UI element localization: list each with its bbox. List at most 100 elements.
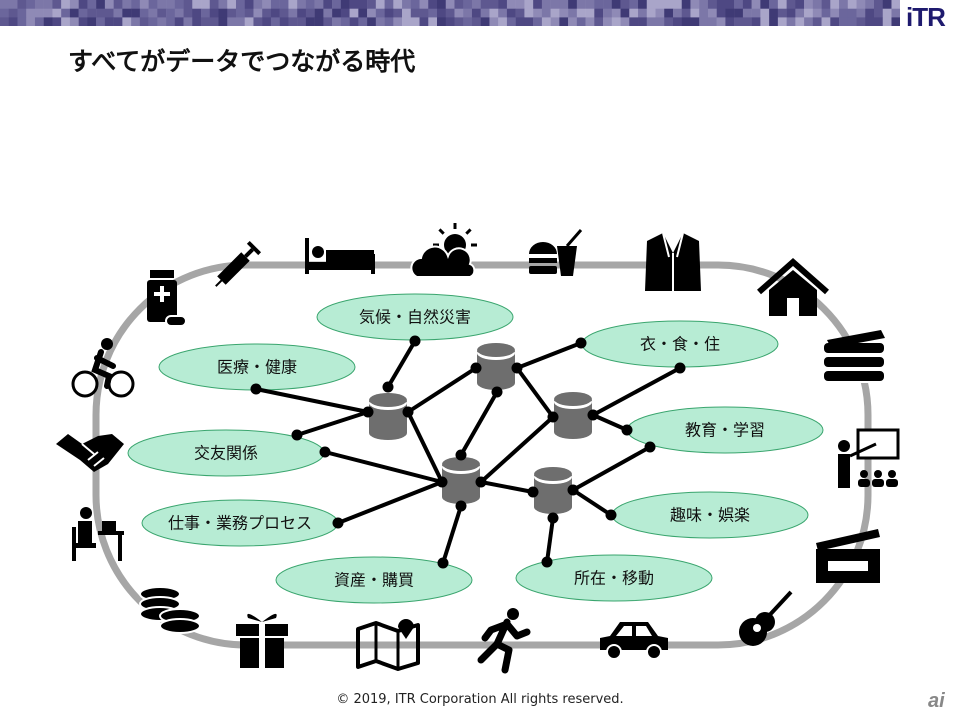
banner-tile bbox=[78, 8, 88, 18]
banner-tile bbox=[437, 0, 446, 9]
banner-tile bbox=[314, 17, 324, 26]
banner-tile bbox=[515, 17, 525, 26]
banner-tile bbox=[594, 17, 604, 26]
database-icon bbox=[442, 457, 480, 504]
banner-tile bbox=[393, 17, 403, 26]
banner-tile bbox=[375, 8, 385, 18]
banner-tile bbox=[777, 17, 787, 26]
connection-node bbox=[332, 517, 344, 529]
banner-tile bbox=[43, 0, 53, 9]
banner-tile bbox=[559, 0, 569, 9]
banner-tile bbox=[865, 17, 875, 26]
banner-tile bbox=[367, 17, 377, 26]
banner-tile bbox=[218, 0, 228, 9]
desk-worker-icon bbox=[72, 507, 124, 561]
banner-tile bbox=[402, 8, 412, 18]
banner-tile bbox=[270, 17, 280, 26]
banner-tile bbox=[638, 8, 648, 18]
banner-tile bbox=[839, 8, 849, 18]
banner-tile bbox=[244, 17, 254, 26]
banner-tile bbox=[43, 17, 53, 26]
connection-node bbox=[541, 556, 553, 568]
banner-tile bbox=[428, 17, 438, 26]
banner-tile bbox=[891, 8, 900, 18]
banner-tile bbox=[533, 17, 543, 26]
connection-line bbox=[296, 410, 369, 437]
banner-tile bbox=[454, 8, 464, 18]
banner-tile bbox=[131, 8, 141, 18]
banner-tile bbox=[821, 17, 831, 26]
banner-tile bbox=[34, 0, 44, 9]
connection-node bbox=[470, 362, 482, 374]
category-bubble: 所在・移動 bbox=[515, 554, 713, 602]
banner-tile bbox=[830, 17, 840, 26]
banner-tile bbox=[52, 17, 62, 26]
category-label: 仕事・業務プロセス bbox=[168, 514, 312, 533]
banner-tile bbox=[78, 0, 88, 9]
house-icon bbox=[757, 257, 829, 316]
banner-tile bbox=[157, 17, 167, 26]
banner-tile bbox=[122, 17, 132, 26]
category-bubble: 医療・健康 bbox=[158, 343, 356, 391]
connection-node bbox=[402, 406, 414, 418]
banner-tile bbox=[34, 8, 44, 18]
banner-tile bbox=[349, 0, 359, 9]
connection-node bbox=[475, 476, 487, 488]
banner-tile bbox=[664, 8, 674, 18]
medicine-bottle-icon bbox=[147, 270, 187, 327]
banner-tile bbox=[332, 8, 342, 18]
category-label: 医療・健康 bbox=[217, 358, 297, 377]
banner-tile bbox=[113, 0, 123, 9]
banner-tile bbox=[349, 17, 359, 26]
banner-tile bbox=[786, 0, 796, 9]
category-label: 教育・学習 bbox=[685, 421, 765, 440]
banner-tile bbox=[454, 0, 464, 9]
banner-tile bbox=[716, 0, 726, 9]
banner-tile bbox=[769, 17, 779, 26]
banner-tile bbox=[428, 8, 438, 18]
weather-icon bbox=[410, 223, 477, 278]
banner-tile bbox=[227, 17, 237, 26]
connection-node bbox=[567, 484, 579, 496]
banner-tile bbox=[297, 8, 307, 18]
banner-tile bbox=[157, 8, 167, 18]
banner-tile bbox=[340, 17, 350, 26]
connection-node bbox=[436, 476, 448, 488]
connection-node bbox=[250, 383, 262, 395]
banner-tile bbox=[471, 8, 481, 18]
connection-node bbox=[527, 486, 539, 498]
banner-tile bbox=[751, 17, 761, 26]
banner-tile bbox=[96, 17, 106, 26]
banner-tile bbox=[340, 8, 350, 18]
banner-tile bbox=[533, 8, 543, 18]
banner-tile bbox=[471, 17, 481, 26]
banner-tile bbox=[725, 0, 735, 9]
banner-tile bbox=[61, 0, 71, 9]
banner-tile bbox=[43, 8, 53, 18]
connection-line bbox=[571, 488, 613, 517]
connection-line bbox=[441, 505, 463, 564]
banner-tile bbox=[17, 0, 27, 9]
jacket-icon bbox=[645, 232, 701, 291]
banner-tile bbox=[760, 17, 770, 26]
connection-line bbox=[479, 415, 555, 484]
banner-tile bbox=[253, 8, 263, 18]
banner-tile bbox=[305, 0, 315, 9]
banner-tile bbox=[323, 8, 333, 18]
connection-node bbox=[674, 362, 686, 374]
banner-tile bbox=[437, 17, 446, 26]
banner-tile bbox=[437, 8, 446, 18]
category-label: 衣・食・住 bbox=[640, 335, 720, 354]
banner-tile bbox=[524, 8, 534, 18]
banner-tile bbox=[410, 0, 420, 9]
category-label: 交友関係 bbox=[194, 444, 258, 463]
banner-tile bbox=[594, 8, 604, 18]
banner-tile bbox=[576, 17, 586, 26]
banner-tile bbox=[52, 8, 62, 18]
banner-tile bbox=[244, 0, 254, 9]
banner-tile bbox=[856, 8, 866, 18]
runner-icon bbox=[477, 608, 531, 674]
category-label: 気候・自然災害 bbox=[359, 308, 471, 327]
banner-tile bbox=[166, 8, 176, 18]
banner-tile bbox=[681, 17, 691, 26]
